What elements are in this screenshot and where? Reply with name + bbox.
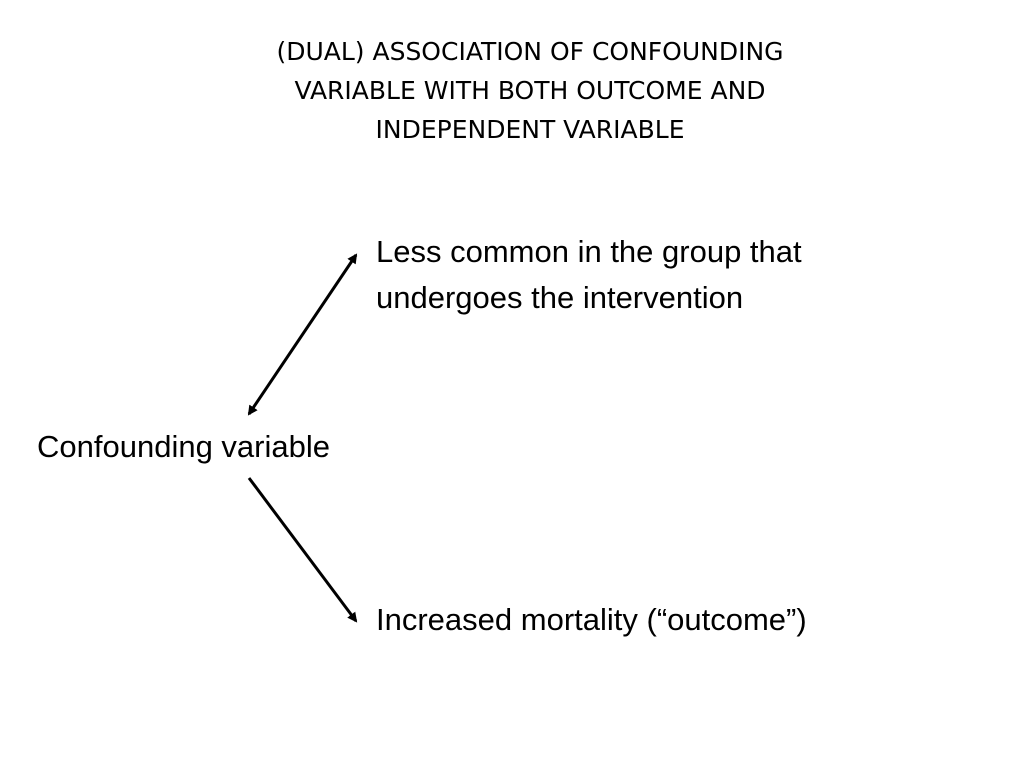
slide-title: (DUAL) ASSOCIATION OF CONFOUNDING VARIAB… [80, 32, 980, 149]
title-line-3: INDEPENDENT VARIABLE [375, 115, 685, 144]
node-less-common-line-2: undergoes the intervention [376, 280, 744, 315]
arrow-confounder-to-intervention [247, 253, 358, 416]
node-confounding-variable: Confounding variable [37, 429, 330, 464]
arrow-confounder-to-outcome [247, 477, 358, 623]
node-less-common-line-1: Less common in the group that [376, 234, 802, 269]
title-line-2: VARIABLE WITH BOTH OUTCOME AND [294, 76, 766, 105]
node-increased-mortality: Increased mortality (“outcome”) [376, 602, 807, 637]
title-line-1: (DUAL) ASSOCIATION OF CONFOUNDING [276, 37, 784, 66]
node-less-common: Less common in the group that undergoes … [376, 229, 802, 321]
